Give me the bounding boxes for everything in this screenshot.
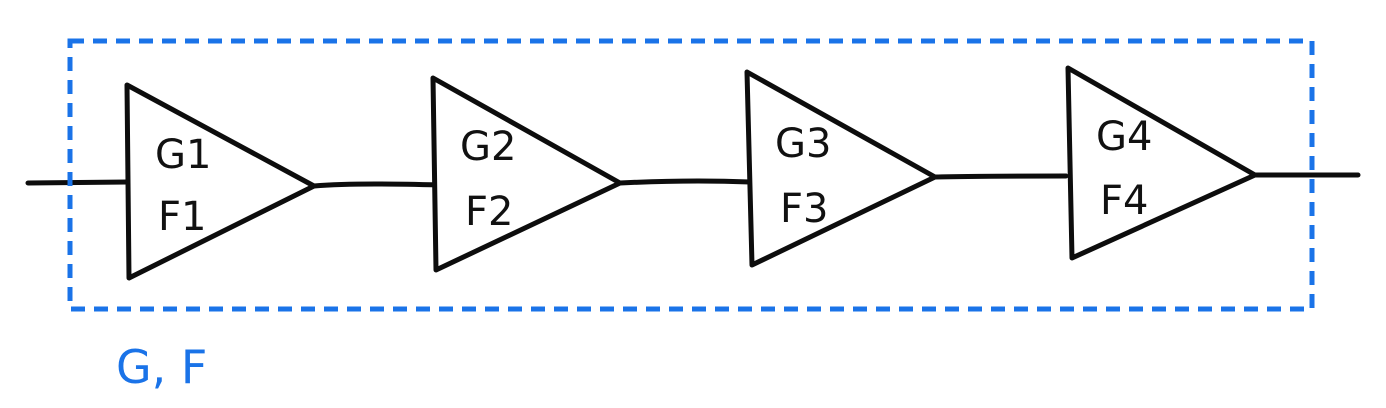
amplifier-stage-4: G4 F4 (1065, 65, 1258, 261)
cascade-group-box (67, 38, 1315, 312)
amplifier-stage-3: G3 F3 (744, 69, 938, 268)
stage-2-gain-label: G2 (460, 124, 516, 170)
wire-stage1-to-stage2 (311, 181, 443, 189)
cascade-group-label: G, F (116, 340, 207, 394)
amplifier-triangle-2 (430, 75, 623, 273)
stage-4-noise-label: F4 (1100, 178, 1148, 224)
stage-2-noise-label: F2 (465, 189, 513, 235)
amplifier-stage-1: G1 F1 (124, 82, 317, 281)
stage-1-gain-label: G1 (155, 132, 211, 178)
amplifier-triangle-4 (1065, 65, 1258, 261)
amplifier-triangle-3 (744, 69, 938, 268)
stage-4-gain-label: G4 (1096, 114, 1152, 160)
stage-1-noise-label: F1 (158, 194, 206, 240)
wire-stage2-to-stage3 (617, 178, 753, 186)
stage-3-noise-label: F3 (780, 186, 828, 232)
stage-3-gain-label: G3 (775, 121, 831, 167)
wire-stage3-to-stage4 (932, 173, 1069, 180)
amplifier-triangle-1 (124, 82, 317, 281)
input-wire (25, 179, 131, 186)
amplifier-stage-2: G2 F2 (430, 75, 623, 273)
